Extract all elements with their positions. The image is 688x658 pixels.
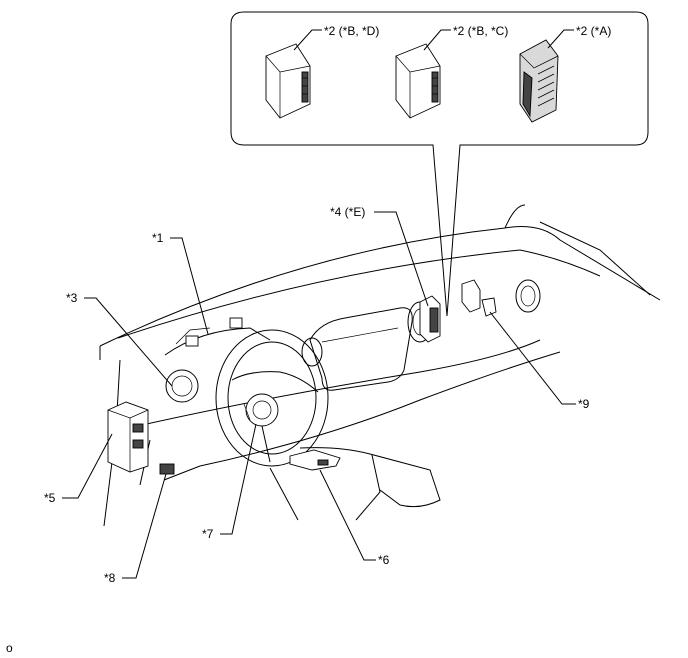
callout-2-bc: *2 (*B, *C) [453, 24, 508, 38]
callout-1: *1 [152, 231, 164, 245]
callout-6: *6 [378, 553, 390, 567]
callout-2-a: *2 (*A) [576, 24, 611, 38]
leader-5 [62, 433, 113, 499]
ecu-variant-bc [395, 43, 441, 119]
callout-5: *5 [44, 491, 56, 505]
callout-7: *7 [202, 527, 214, 541]
leader-8 [122, 473, 167, 579]
leader-7 [220, 423, 257, 535]
leader-6 [319, 469, 376, 561]
leader-1 [170, 237, 209, 335]
callout-2-bd: *2 (*B, *D) [324, 24, 379, 38]
callout-8: *8 [104, 571, 116, 585]
ecu-variant-bd [265, 43, 311, 119]
leader-2-bc [423, 29, 451, 51]
leader-2-a [547, 29, 574, 49]
leader-2-bd [293, 29, 322, 51]
leader-4 [374, 211, 429, 307]
dashboard-drawing [99, 204, 661, 527]
leader-3 [84, 297, 173, 387]
leader-9 [489, 311, 576, 405]
inset-detail-box [230, 11, 649, 317]
ecu-variant-a [519, 39, 559, 123]
callout-4: *4 (*E) [330, 205, 365, 219]
callout-3: *3 [66, 291, 78, 305]
footer-code: o [6, 641, 13, 655]
callout-9: *9 [578, 397, 590, 411]
